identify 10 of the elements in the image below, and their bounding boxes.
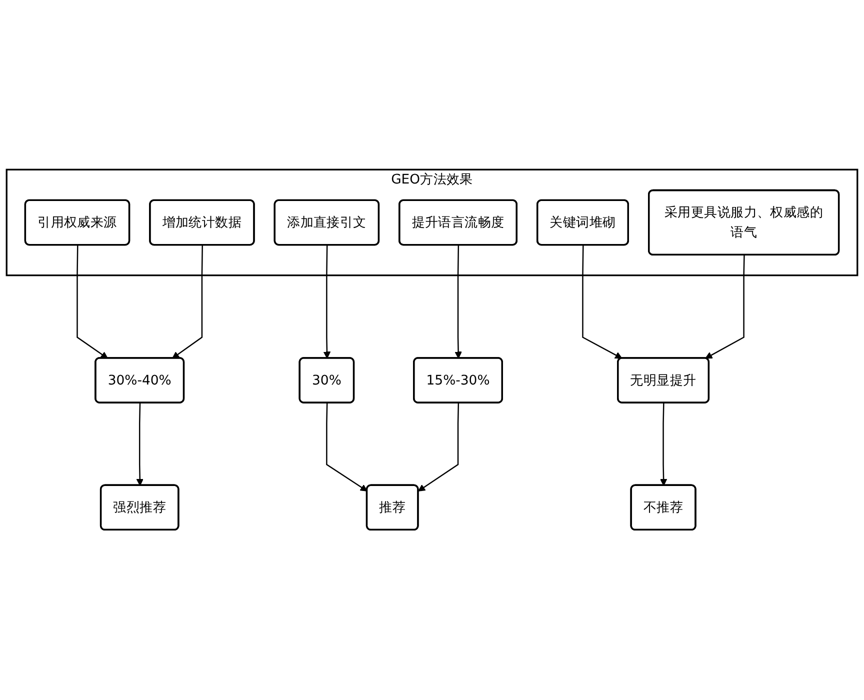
arrow	[76, 246, 108, 359]
arrow	[136, 403, 144, 486]
arrow	[660, 403, 668, 486]
arrow	[323, 246, 331, 359]
arrow	[172, 246, 203, 359]
arrow	[582, 246, 622, 360]
arrow	[454, 246, 462, 359]
arrow	[705, 255, 745, 360]
arrow	[326, 403, 368, 492]
arrow	[418, 403, 460, 492]
